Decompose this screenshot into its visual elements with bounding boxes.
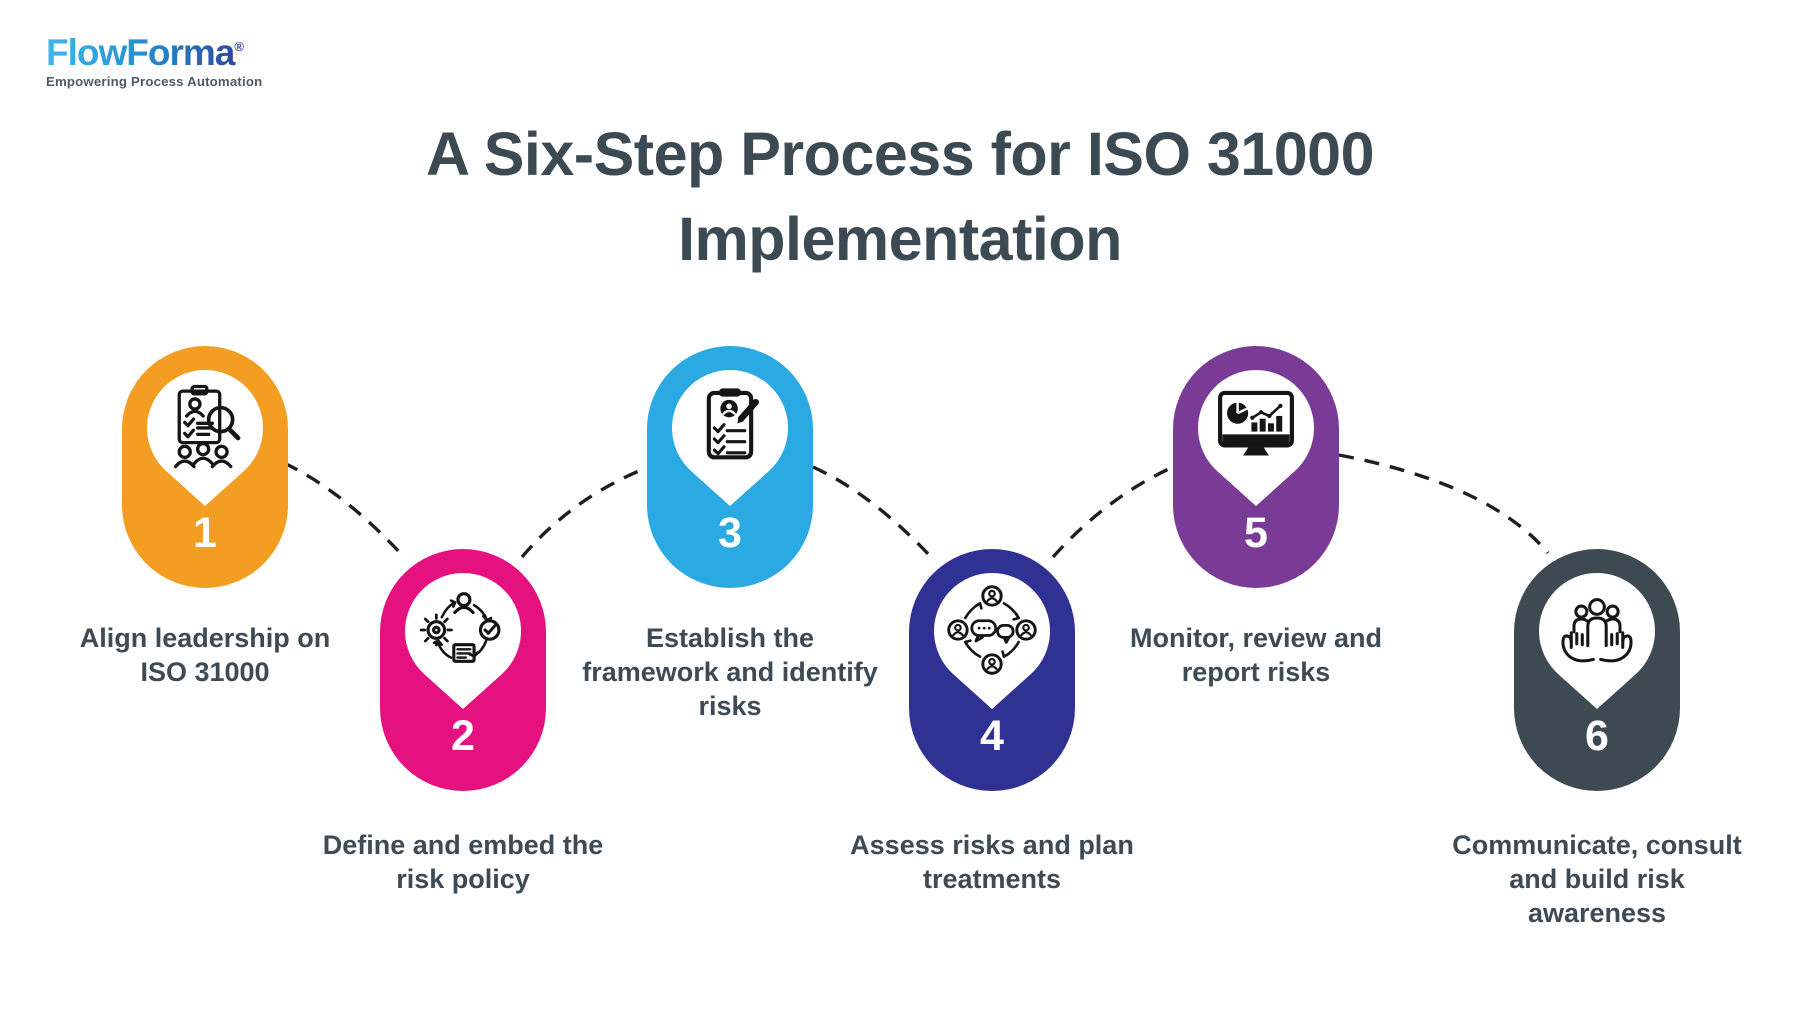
step-5-number: 5 [1244, 509, 1268, 557]
connector-1-2 [283, 461, 406, 559]
logo-brand-text: FlowForma [46, 32, 235, 73]
step-2-pin: 2 [380, 549, 546, 791]
step-1-label: Align leadership on ISO 31000 [5, 621, 405, 689]
step-3-marker-teardrop [672, 369, 788, 506]
flowforma-logo: FlowForma® Empowering Process Automation [46, 34, 262, 89]
step-3-label: Establish the framework and identify ris… [530, 621, 930, 723]
step-2-label: Define and embed the risk policy [263, 828, 663, 896]
step-2-marker-teardrop [405, 572, 521, 709]
step-6-marker-teardrop [1539, 572, 1655, 709]
step-6-label: Communicate, consult and build risk awar… [1397, 828, 1797, 930]
logo-tagline: Empowering Process Automation [46, 74, 263, 89]
step-3-pin: 3 [647, 346, 813, 588]
step-2-label-line: risk policy [396, 864, 530, 894]
step-6-label-line: awareness [1527, 898, 1667, 928]
title-line-1: A Six-Step Process for ISO 31000 [426, 120, 1375, 188]
step-6-label-line: and build risk [1509, 864, 1685, 894]
step-1-number: 1 [193, 509, 217, 557]
step-6-pin: 6 [1514, 549, 1680, 791]
framework-checklist-icon [706, 388, 759, 460]
step-4-label-line: Assess risks and plan [850, 830, 1134, 860]
step-1-pin-shape [122, 346, 288, 588]
step-4-pin: 4 [909, 549, 1075, 791]
step-6-pin-shape [1514, 549, 1680, 791]
step-4-number: 4 [980, 712, 1004, 760]
step-5-pin: 5 [1173, 346, 1339, 588]
step-4-marker-teardrop [934, 572, 1050, 709]
step-2-pin-shape [380, 549, 546, 791]
step-4-label-line: treatments [922, 864, 1062, 894]
step-3-label-line: Establish the [645, 623, 815, 653]
page-title: A Six-Step Process for ISO 31000 Impleme… [0, 112, 1800, 283]
step-5-label-line: Monitor, review and [1129, 623, 1383, 653]
step-4-pin-shape [909, 549, 1075, 791]
connector-4-5 [1051, 465, 1174, 559]
step-3-number: 3 [718, 509, 742, 557]
step-6-number: 6 [1585, 712, 1609, 760]
step-1-pin: 1 [122, 346, 288, 588]
leadership-review-icon [173, 384, 241, 469]
registered-mark: ® [234, 39, 244, 54]
step-4-label: Assess risks and plan treatments [792, 828, 1192, 896]
step-5-label-line: report risks [1181, 657, 1331, 687]
step-5-label: Monitor, review and report risks [1056, 621, 1456, 689]
step-2-label-line: Define and embed the [322, 830, 604, 860]
connector-5-6 [1338, 453, 1550, 555]
monitor-charts-icon [1218, 390, 1294, 456]
step-6-label-line: Communicate, consult [1452, 830, 1742, 860]
connector-2-3 [520, 466, 647, 559]
step-1-label-line: ISO 31000 [140, 657, 270, 687]
logo-wordmark: FlowForma® [46, 34, 262, 71]
step-3-label-line: framework and identify [582, 657, 878, 687]
step-1-label-line: Align leadership on [79, 623, 331, 653]
step-3-pin-shape [647, 346, 813, 588]
step-1-marker-teardrop [147, 369, 263, 506]
hands-people-icon [1561, 598, 1633, 663]
policy-cycle-icon [419, 592, 501, 663]
step-2-number: 2 [451, 712, 475, 760]
title-line-2: Implementation [678, 205, 1122, 274]
connector-3-4 [812, 465, 933, 559]
discussion-cycle-icon [947, 585, 1037, 675]
step-3-label-line: risks [698, 691, 762, 721]
